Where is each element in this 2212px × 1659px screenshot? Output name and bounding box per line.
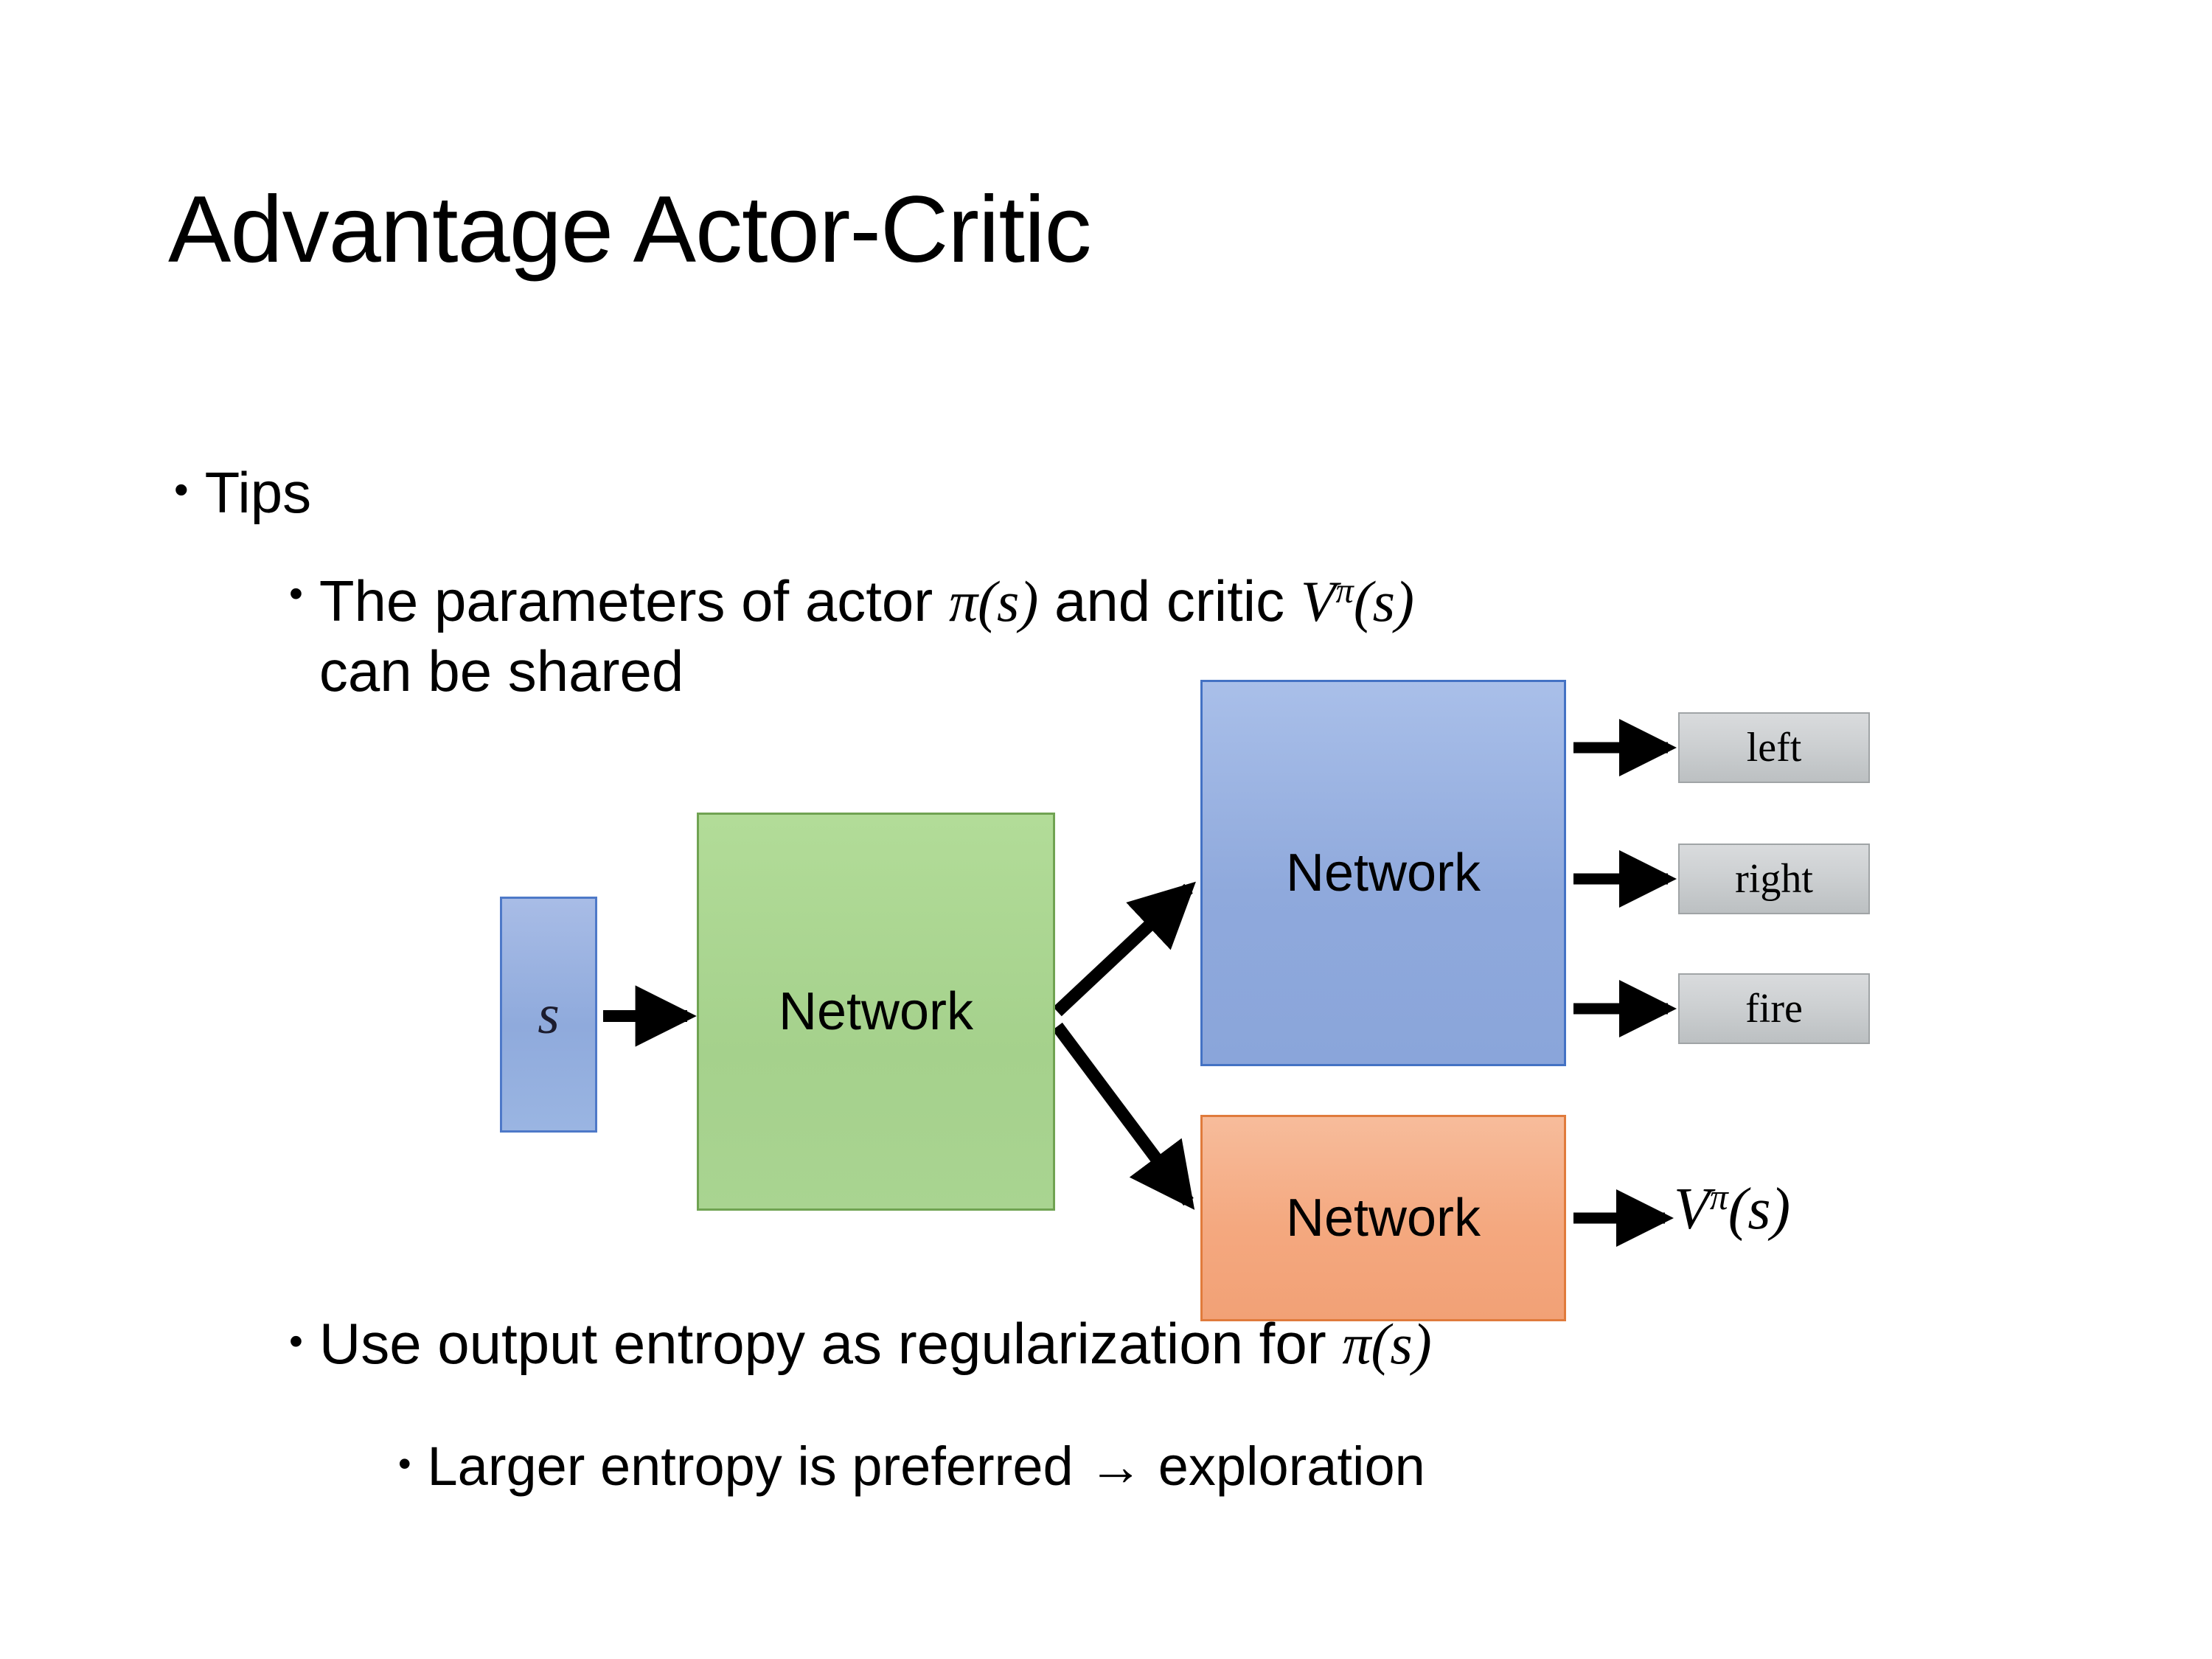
shared-network-label: Network [778, 982, 974, 1041]
arrow-shared-to-actor [1053, 881, 1196, 1017]
value-output-base: V [1674, 1177, 1710, 1242]
bullet-entropy-regularization: • Use output entropy as regularization f… [289, 1311, 1432, 1376]
math-pi-of-s: π(s) [948, 569, 1039, 633]
value-output-superscript: π [1709, 1177, 1728, 1218]
shared-network-box: Network [697, 813, 1055, 1211]
value-output-argument: (s) [1728, 1177, 1791, 1242]
page-title: Advantage Actor-Critic [168, 177, 1091, 282]
bullet-tips-label: Tips [204, 460, 312, 525]
action-output-fire: fire [1678, 973, 1870, 1044]
bullet-larger-entropy-label: Larger entropy is preferred → exploratio… [427, 1436, 1425, 1497]
math-pi-of-s: π(s) [1342, 1312, 1432, 1376]
bullet-marker-icon: • [398, 1443, 411, 1484]
shared-text-prefix: The parameters of actor [319, 568, 949, 633]
action-output-right-label: right [1735, 856, 1813, 902]
entropy-text-prefix: Use output entropy as regularization for [319, 1311, 1343, 1376]
critic-network-box: Network [1200, 1115, 1566, 1321]
action-output-fire-label: fire [1745, 986, 1803, 1032]
action-output-left-label: left [1746, 725, 1802, 771]
state-input-label: s [538, 983, 560, 1046]
math-v-superscript: π [1335, 571, 1354, 611]
bullet-marker-icon: • [174, 466, 189, 512]
arrow-shared-to-critic [1052, 1022, 1195, 1210]
bullet-marker-icon: • [289, 571, 303, 616]
shared-text-mid: and critic [1038, 568, 1301, 633]
critic-network-label: Network [1285, 1189, 1481, 1248]
math-v-pi-of-s: Vπ(s) [1301, 569, 1414, 633]
state-input-box: s [500, 897, 597, 1133]
bullet-entropy-text: Use output entropy as regularization for… [319, 1311, 1432, 1376]
action-output-right: right [1678, 844, 1870, 914]
bullet-larger-entropy: • Larger entropy is preferred → explorat… [398, 1438, 1425, 1495]
value-function-output: Vπ(s) [1674, 1177, 1791, 1242]
action-output-left: left [1678, 712, 1870, 783]
bullet-tips: • Tips [174, 460, 312, 525]
math-v-argument: (s) [1353, 569, 1415, 633]
bullet-shared-text: The parameters of actor π(s) and critic … [319, 566, 1414, 706]
bullet-marker-icon: • [289, 1319, 303, 1363]
shared-text-line2: can be shared [319, 639, 684, 704]
math-v-base: V [1300, 569, 1336, 633]
bullet-shared-parameters: • The parameters of actor π(s) and criti… [289, 566, 1414, 706]
actor-network-box: Network [1200, 680, 1566, 1066]
actor-network-label: Network [1285, 844, 1481, 902]
